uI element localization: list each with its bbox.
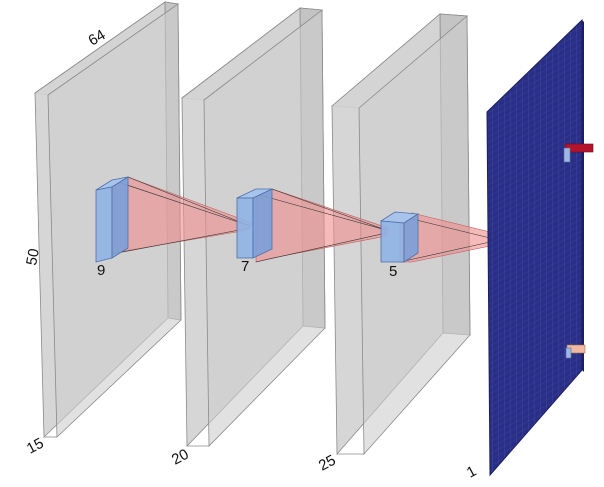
layer-depth-label-1: 15 <box>24 435 47 458</box>
kernel-box-1 <box>95 176 129 263</box>
output-highlight-bottom <box>565 344 586 359</box>
layer-depth-label-2: 20 <box>169 446 192 469</box>
side-dimension-label: 50 <box>23 247 43 266</box>
layer-slab-2 <box>180 7 326 447</box>
kernel-box-3 <box>379 211 420 263</box>
kernel-size-label-2: 7 <box>241 258 249 275</box>
kernel-size-label-3: 5 <box>389 263 397 280</box>
output-highlight-top <box>563 143 594 163</box>
top-dimension-label: 64 <box>86 26 109 49</box>
layer-depth-label-3: 25 <box>316 452 339 475</box>
layer-depth-label-4: 1 <box>464 463 479 482</box>
output-plane <box>486 18 594 477</box>
kernel-size-label-1: 9 <box>97 262 105 279</box>
kernel-box-2 <box>236 188 273 259</box>
